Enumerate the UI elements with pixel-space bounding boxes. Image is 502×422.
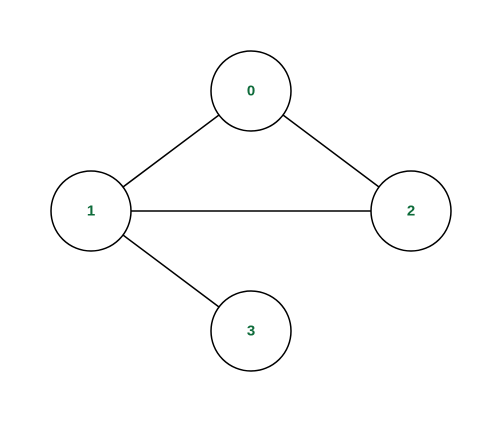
node-label: 1 xyxy=(87,203,95,220)
edge-1-3 xyxy=(122,234,220,308)
edge-0-1 xyxy=(122,114,220,188)
edges-layer xyxy=(122,114,380,308)
node-label: 0 xyxy=(247,83,255,100)
edge-0-2 xyxy=(282,114,380,188)
graph-node-2: 2 xyxy=(370,170,452,252)
nodes-layer: 0 1 2 3 xyxy=(50,50,452,372)
node-circle xyxy=(370,170,452,252)
node-circle xyxy=(210,290,292,372)
node-label: 3 xyxy=(247,323,255,340)
graph-node-1: 1 xyxy=(50,170,132,252)
node-circle xyxy=(50,170,132,252)
graph-node-3: 3 xyxy=(210,290,292,372)
node-label: 2 xyxy=(407,203,415,220)
node-circle xyxy=(210,50,292,132)
graph-node-0: 0 xyxy=(210,50,292,132)
